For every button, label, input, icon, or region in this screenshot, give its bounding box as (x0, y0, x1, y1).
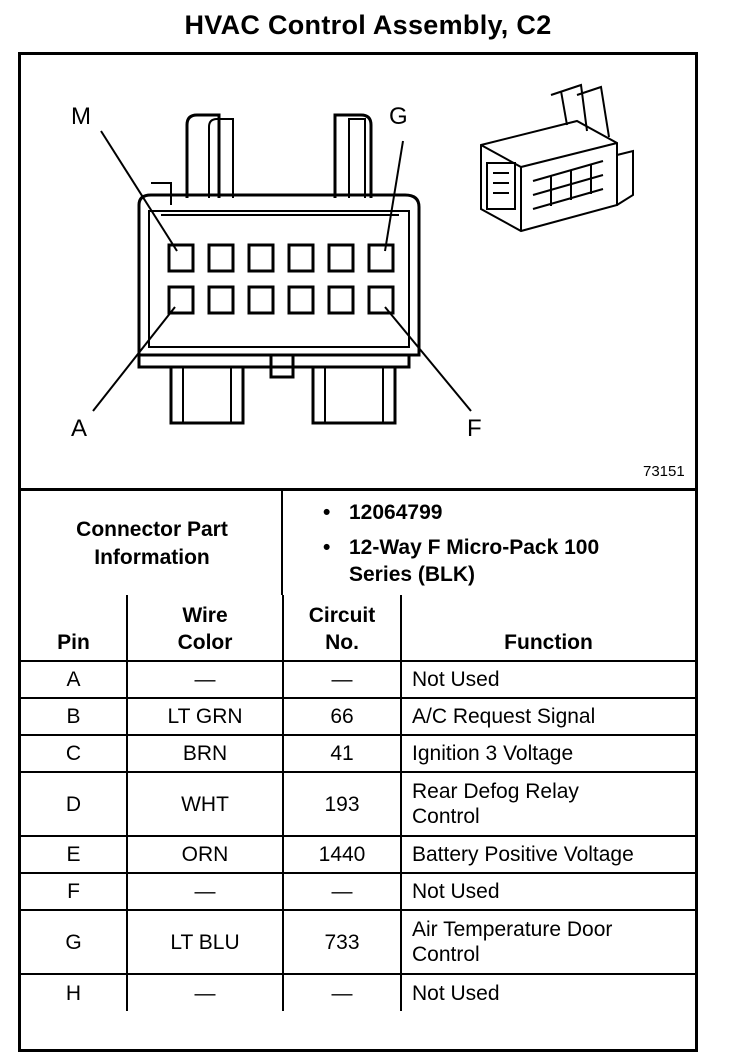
function-cell: Not Used (400, 660, 695, 699)
circuit-cell: 733 (282, 909, 402, 975)
table-row: H — — Not Used (21, 973, 695, 1011)
wire-color-cell: — (126, 973, 284, 1011)
figure-number: 73151 (643, 463, 685, 480)
table-row: B LT GRN 66 A/C Request Signal (21, 697, 695, 736)
table-row: E ORN 1440 Battery Positive Voltage (21, 835, 695, 874)
table-header-row: Pin Wire Color Circuit No. Function (21, 595, 695, 662)
bullet-icon: • (323, 536, 331, 559)
function-cell: Not Used (400, 973, 695, 1011)
wire-color-cell: — (126, 660, 284, 699)
table-row: C BRN 41 Ignition 3 Voltage (21, 734, 695, 773)
connector-face-drawing (92, 83, 634, 425)
circuit-cell: 41 (282, 734, 402, 773)
connector-part-info-header: Connector Part Information (21, 495, 283, 593)
part-number: 12064799 (349, 501, 443, 524)
wire-color-header-text: Wire Color (177, 604, 233, 654)
table-row: G LT BLU 733 Air Temperature Door Contro… (21, 909, 695, 975)
pinout-table: Pin Wire Color Circuit No. Function A — … (21, 595, 695, 1011)
circuit-cell: — (282, 973, 402, 1011)
function-cell: Rear Defog Relay Control (400, 771, 695, 837)
function-cell: Air Temperature Door Control (400, 909, 695, 975)
circuit-cell: 193 (282, 771, 402, 837)
function-cell: Ignition 3 Voltage (400, 734, 695, 773)
wire-color-cell: LT GRN (126, 697, 284, 736)
col-header-circuit: Circuit No. (282, 595, 402, 662)
connector-diagram: M G A F 73151 (21, 55, 695, 491)
bullet-icon: • (323, 501, 331, 524)
function-cell: A/C Request Signal (400, 697, 695, 736)
pin-cell: H (21, 973, 128, 1011)
info-divider (281, 491, 283, 595)
col-header-wire-color: Wire Color (126, 595, 284, 662)
pin-label-a: A (71, 415, 88, 442)
table-row: D WHT 193 Rear Defog Relay Control (21, 771, 695, 837)
page-title: HVAC Control Assembly, C2 (184, 10, 552, 40)
wire-color-cell: — (126, 872, 284, 911)
function-cell: Battery Positive Voltage (400, 835, 695, 874)
function-text: Air Temperature Door Control (412, 918, 613, 966)
col-header-pin: Pin (21, 595, 128, 662)
pin-cell: C (21, 734, 128, 773)
pin-cell: E (21, 835, 128, 874)
wire-color-cell: ORN (126, 835, 284, 874)
circuit-cell: 66 (282, 697, 402, 736)
pin-cell: B (21, 697, 128, 736)
table-row: A — — Not Used (21, 660, 695, 699)
pin-label-f: F (467, 415, 482, 442)
function-text: Rear Defog Relay Control (412, 780, 579, 828)
col-header-function: Function (400, 595, 695, 662)
wire-color-cell: LT BLU (126, 909, 284, 975)
wire-color-cell: WHT (126, 771, 284, 837)
connector-parts-list: • 12064799 • 12-Way F Micro-Pack 100 Ser… (323, 499, 693, 596)
circuit-cell: — (282, 872, 402, 911)
pin-label-m: M (71, 103, 91, 130)
table-row: F — — Not Used (21, 872, 695, 911)
pin-cell: G (21, 909, 128, 975)
pin-cell: F (21, 872, 128, 911)
circuit-header-text: Circuit No. (308, 604, 376, 654)
part-item: • 12-Way F Micro-Pack 100 Series (BLK) (323, 534, 619, 588)
connector-sheet: M G A F 73151 Connector Part Information… (18, 52, 698, 1052)
connector-part-info-label: Connector Part Information (76, 518, 228, 569)
function-cell: Not Used (400, 872, 695, 911)
pin-label-g: G (389, 103, 408, 130)
pin-cell: A (21, 660, 128, 699)
part-description: 12-Way F Micro-Pack 100 Series (BLK) (349, 536, 600, 586)
circuit-cell: — (282, 660, 402, 699)
pin-cell: D (21, 771, 128, 837)
circuit-cell: 1440 (282, 835, 402, 874)
diagram-divider (21, 488, 695, 491)
wire-color-cell: BRN (126, 734, 284, 773)
part-item: • 12064799 (323, 499, 693, 526)
